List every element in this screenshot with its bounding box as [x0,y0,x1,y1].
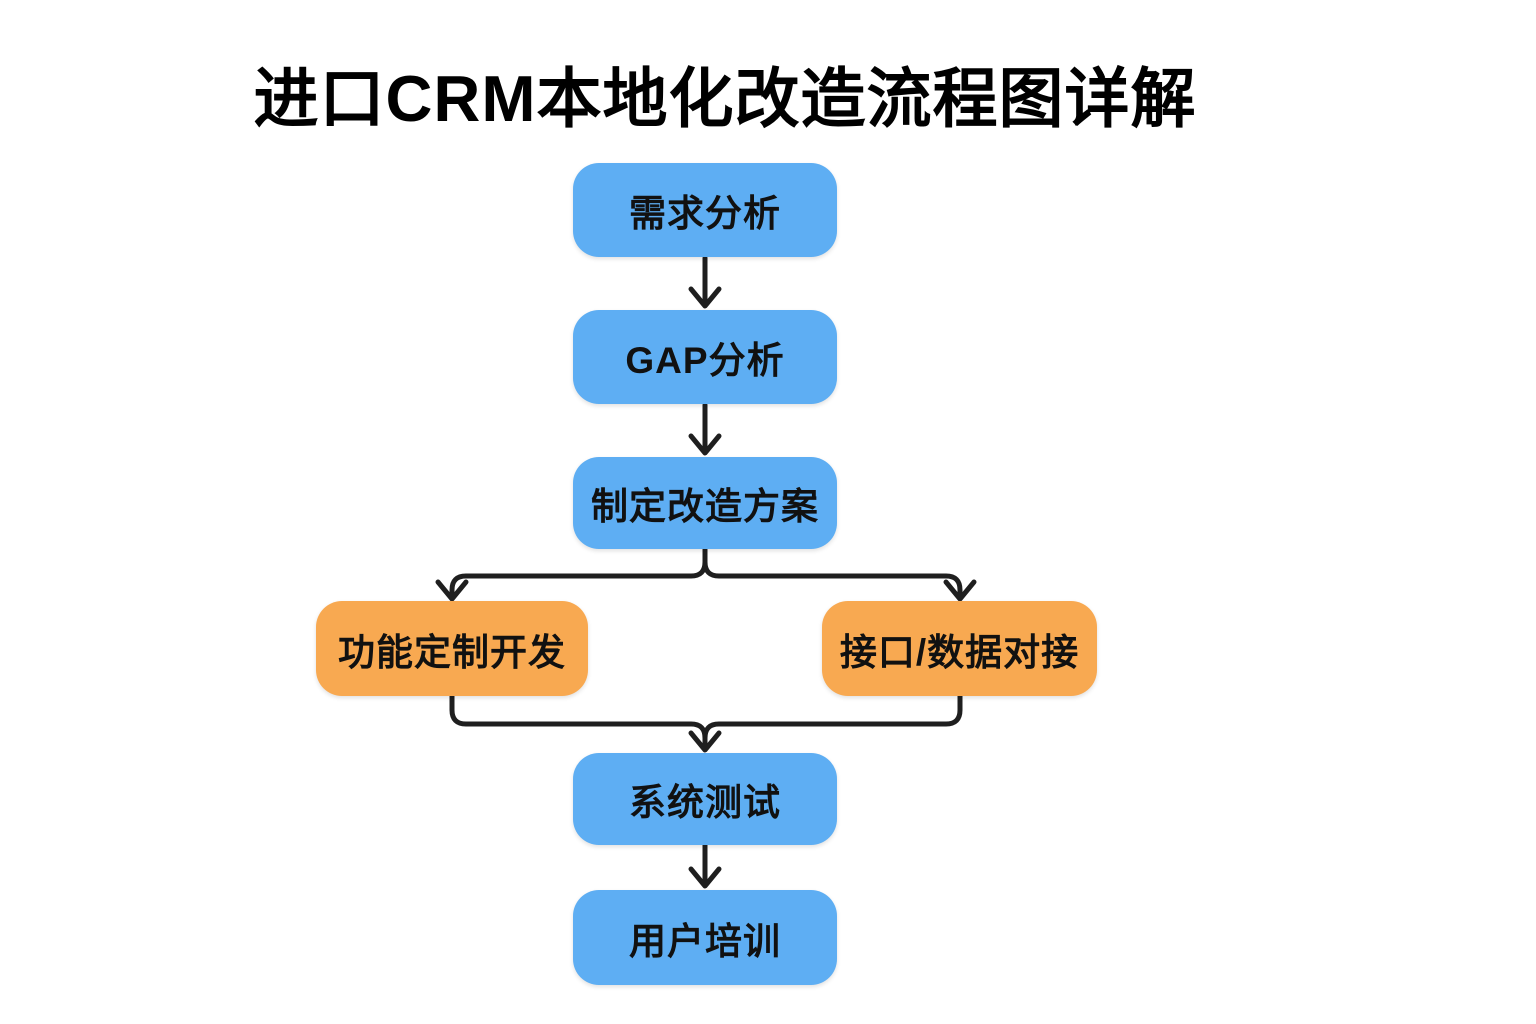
edge-plan-to-integration [702,547,977,602]
flow-node-gap-analysis: GAP分析 [573,310,837,404]
edge-plan-to-development [435,547,708,602]
flow-node-transformation-plan: 制定改造方案 [573,457,837,549]
flow-node-custom-development: 功能定制开发 [316,601,588,696]
flow-node-system-testing: 系统测试 [573,753,837,845]
flow-node-user-training: 用户培训 [573,890,837,985]
edge-testing-to-training [688,841,722,889]
node-label-custom-development: 功能定制开发 [338,631,566,673]
flow-node-data-integration: 接口/数据对接 [822,601,1097,696]
flow-node-requirements-analysis: 需求分析 [573,163,837,257]
edge-development-to-testing [449,693,708,752]
diagram-title: 进口CRM本地化改造流程图详解 [253,62,1197,135]
node-label-requirements-analysis: 需求分析 [629,193,781,234]
edge-integration-to-testing [688,693,963,753]
node-label-gap-analysis: GAP分析 [625,340,785,381]
node-label-transformation-plan: 制定改造方案 [591,486,819,527]
node-label-system-testing: 系统测试 [629,782,781,823]
edge-requirements-to-gap [688,255,722,309]
node-label-data-integration: 接口/数据对接 [839,631,1080,673]
edge-gap-to-plan [688,402,722,456]
node-label-user-training: 用户培训 [629,920,781,962]
